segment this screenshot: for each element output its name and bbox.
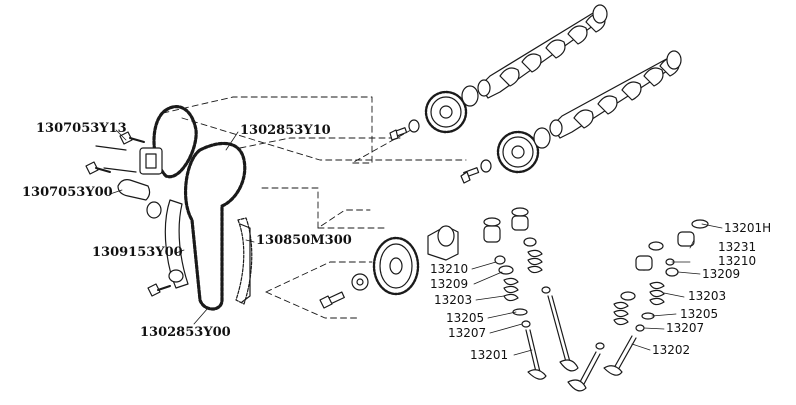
lower-cam-sprocket [496,127,551,174]
chain-tensioner [95,145,163,219]
callout-13210-right: 13210 [718,254,757,268]
callout-13205-left: 13205 [446,311,485,325]
callout-13201H: 13201H [724,221,772,235]
assembly-guide-lines [162,96,467,319]
callout-1302853Y10: 1302853Y10 [240,123,331,138]
callout-13203-right: 13203 [688,289,727,303]
callout-13202: 13202 [652,343,691,357]
crank-sprocket [319,225,459,309]
main-timing-chain [184,141,247,311]
chain-guides [164,199,253,305]
left-valve-stack [483,207,579,380]
callout-leader-lines [109,129,723,356]
callout-13207-left: 13207 [448,326,487,340]
upper-timing-chain [152,105,198,179]
callout-13210-left: 13210 [430,262,469,276]
callout-1309153Y00: 1309153Y00 [92,245,183,260]
callout-13201: 13201 [470,348,509,362]
callout-1307053Y00: 1307053Y00 [22,185,113,200]
callout-13231: 13231 [718,240,757,254]
callout-130850M300: 130850M300 [256,233,352,248]
callout-1307053Y13: 1307053Y13 [36,121,127,136]
upper-camshaft [477,4,608,99]
callout-13207-right: 13207 [666,321,705,335]
callout-13209-left: 13209 [430,277,469,291]
callout-1302853Y00: 1302853Y00 [140,325,231,340]
right-valve-stack [567,219,709,392]
guide-bolts [85,131,171,297]
upper-cam-sprocket [424,85,479,134]
callout-13209-right: 13209 [702,267,741,281]
cam-sprocket-bolts [389,119,492,184]
callout-13203-left: 13203 [434,293,473,307]
callout-13205-right: 13205 [680,307,719,321]
lower-camshaft [549,50,682,139]
